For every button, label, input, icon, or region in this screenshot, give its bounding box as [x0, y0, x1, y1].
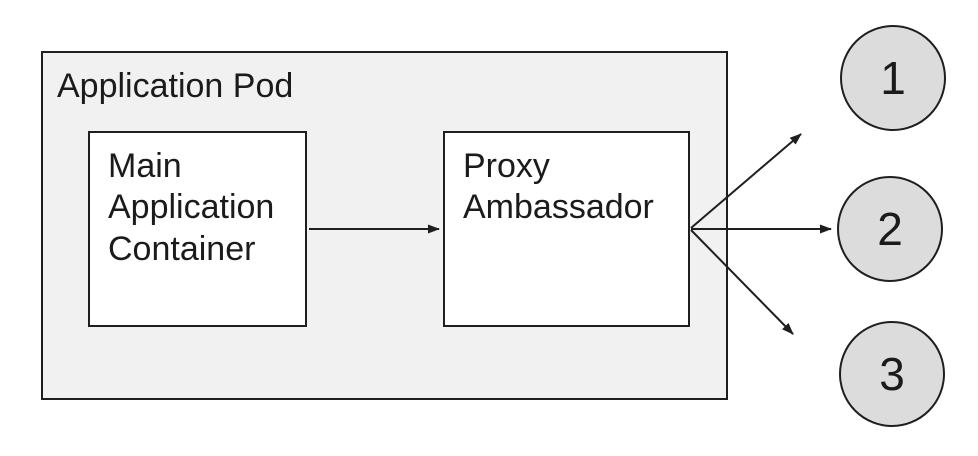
endpoint-node-3: 3 [839, 321, 945, 427]
pod-label: Application Pod [57, 67, 294, 105]
node-proxy-label: Proxy Ambassador [463, 147, 654, 227]
node-main-application-container: Main Application Container [88, 131, 307, 327]
endpoint-node-2: 2 [837, 176, 943, 282]
endpoint-3-label: 3 [879, 348, 905, 400]
node-proxy-ambassador: Proxy Ambassador [443, 131, 690, 327]
node-main-label: Main Application Container [108, 147, 275, 268]
endpoint-1-label: 1 [880, 52, 906, 104]
endpoint-2-label: 2 [877, 203, 903, 255]
endpoint-node-1: 1 [840, 25, 946, 131]
